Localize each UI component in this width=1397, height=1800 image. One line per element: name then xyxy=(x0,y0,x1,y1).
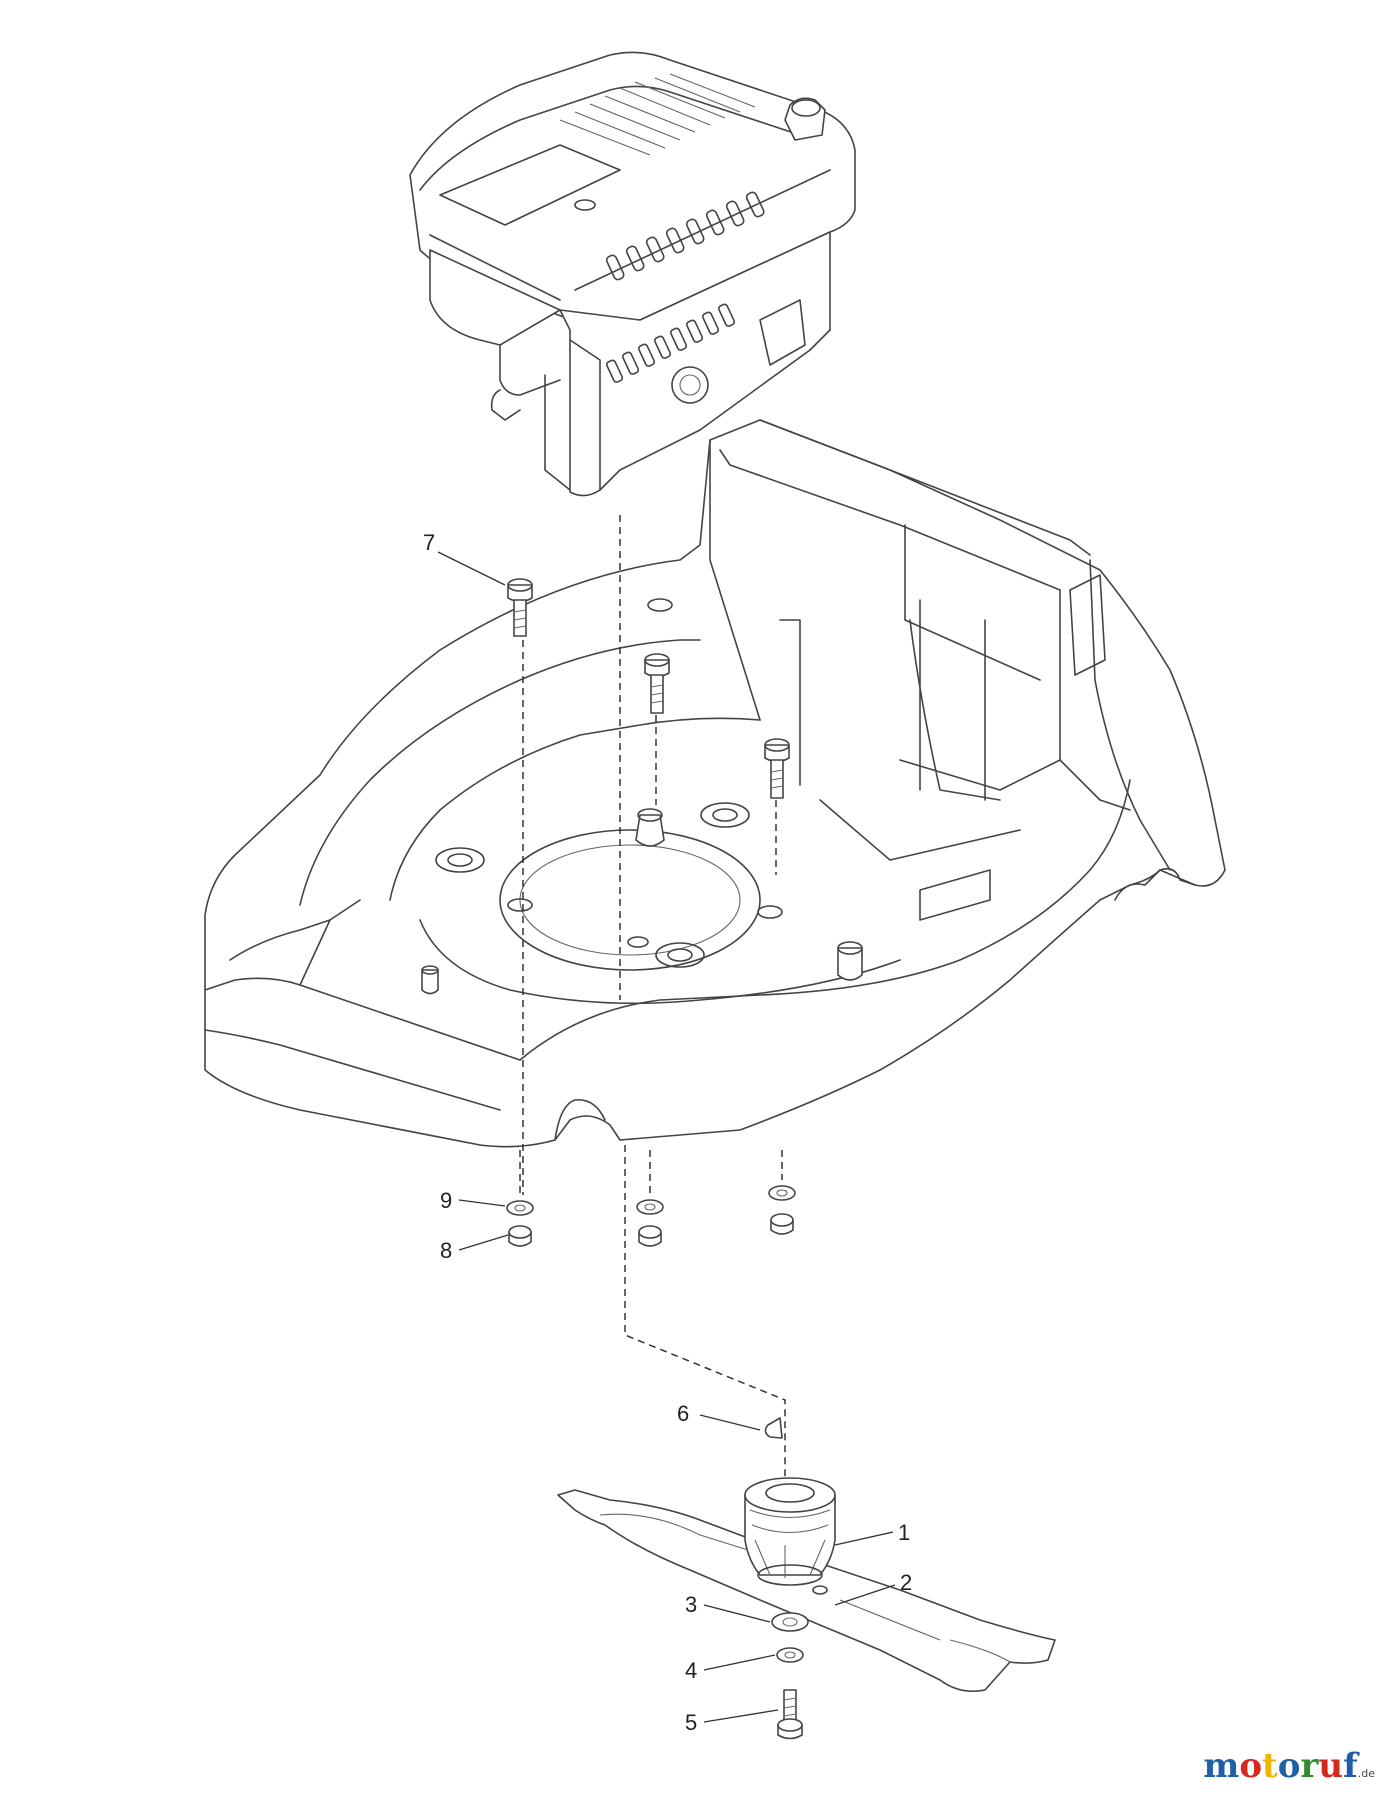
leader-lines xyxy=(437,551,896,1723)
part-number-labels: 7 9 8 6 1 2 3 4 5 xyxy=(423,530,912,1735)
watermark-text: motoruf xyxy=(1203,1746,1357,1786)
part-label-7: 7 xyxy=(423,530,435,555)
part-label-3: 3 xyxy=(685,1592,697,1617)
part-label-9: 9 xyxy=(440,1188,452,1213)
watermark-letter: u xyxy=(1318,1746,1344,1786)
bolt-7-a xyxy=(507,578,533,637)
watermark-letter: m xyxy=(1203,1746,1240,1786)
mower-deck-drawing xyxy=(204,419,1226,1148)
motoruf-watermark: motoruf.de xyxy=(1203,1746,1375,1786)
watermark-letter: o xyxy=(1239,1746,1263,1786)
watermark-suffix: .de xyxy=(1357,1767,1375,1780)
part-label-2: 2 xyxy=(900,1570,912,1595)
part-label-4: 4 xyxy=(685,1658,697,1683)
bolt-7-c xyxy=(764,738,790,799)
part-label-6: 6 xyxy=(677,1401,689,1426)
watermark-letter: r xyxy=(1300,1746,1319,1786)
watermark-letter: f xyxy=(1343,1746,1358,1786)
watermark-letter: t xyxy=(1262,1746,1278,1786)
deck-mounting-bolts xyxy=(507,578,790,799)
deck-nuts-and-washers xyxy=(506,1185,796,1247)
part-label-1: 1 xyxy=(898,1520,910,1545)
engine-drawing xyxy=(409,51,856,497)
part-label-5: 5 xyxy=(685,1710,697,1735)
assembly-dashed-lines xyxy=(519,515,786,1490)
blade-assembly-drawing xyxy=(557,1417,1056,1740)
bolt-7-b xyxy=(644,653,670,714)
part-label-8: 8 xyxy=(440,1238,452,1263)
watermark-letter: o xyxy=(1277,1746,1301,1786)
